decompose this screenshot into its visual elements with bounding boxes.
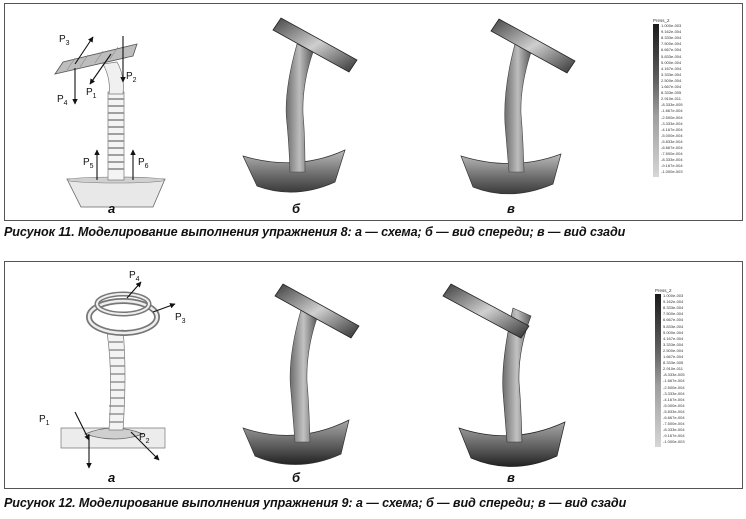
legend-value: 2.500e-004: [663, 347, 684, 353]
legend-value: 1.000e-003: [663, 293, 684, 298]
legend-value: -2.500e-004: [663, 384, 685, 390]
svg-text:P6: P6: [138, 157, 149, 170]
legend-value: 8.333e-004: [661, 35, 682, 41]
legend-title: Press_2: [655, 288, 672, 293]
legend-value: -1.667e-004: [661, 108, 683, 114]
sublabel-b-12: б: [292, 470, 301, 485]
legend-value: 7.500e-004: [661, 41, 682, 47]
legend-value: 2.910e-011: [661, 96, 681, 102]
legend-value: -6.667e-004: [663, 415, 685, 420]
svg-text:P4: P4: [129, 270, 140, 283]
legend-value: -7.500e-004: [663, 421, 685, 427]
legend-color-bar: [655, 294, 661, 447]
legend-value: -4.167e-004: [661, 126, 683, 132]
force-label-p4: P: [57, 94, 64, 105]
sublabel-a-12: а: [108, 470, 116, 485]
legend-title: Press_2: [653, 18, 670, 23]
legend-value: 3.333e-004: [661, 71, 682, 77]
legend-value: 5.833e-004: [663, 323, 684, 329]
svg-text:P1: P1: [39, 414, 50, 427]
legend-value: 2.500e-004: [661, 77, 682, 83]
legend-value: 1.667e-004: [663, 354, 684, 359]
svg-text:P5: P5: [83, 157, 94, 170]
legend-value: -1.000e-003: [661, 169, 683, 175]
legend-value: -1.000e-003: [663, 439, 685, 445]
force-label-p3-12: P: [175, 312, 182, 323]
schematic-column: [102, 61, 125, 181]
legend-value: -8.333e-005: [663, 372, 685, 378]
legend-value: -8.333e-004: [663, 427, 685, 433]
legend-color-bar: [653, 24, 659, 177]
sublabel-b: б: [292, 201, 301, 216]
svg-text:P3: P3: [59, 34, 70, 47]
force-label-p1: P: [86, 87, 93, 98]
legend-value: 1.000e-003: [661, 23, 682, 28]
legend-value: -6.667e-004: [661, 145, 683, 150]
schematic-column-12: [106, 329, 126, 431]
legend-value: 9.162e-004: [661, 29, 682, 35]
legend-value: 4.167e-004: [663, 335, 684, 341]
legend-value: 5.000e-004: [663, 329, 684, 335]
legend-value: 7.500e-004: [663, 311, 684, 317]
svg-text:P2: P2: [126, 71, 137, 84]
legend-value: -7.500e-004: [661, 151, 683, 157]
force-label-p6: P: [138, 157, 145, 168]
force-label-p4-12: P: [129, 270, 136, 281]
svg-text:P2: P2: [139, 432, 150, 445]
legend-value: -8.333e-005: [661, 102, 683, 108]
legend-value: 9.162e-004: [663, 299, 684, 305]
schematic-11: P3 P2 P1 P4 P5 P6: [54, 34, 166, 208]
schematic-plate: [54, 43, 138, 75]
force-label-p3: P: [59, 34, 66, 45]
svg-text:P4: P4: [57, 94, 68, 107]
legend-value: -1.667e-004: [663, 378, 685, 384]
legend-value: -5.000e-004: [661, 132, 683, 138]
legend-value: 8.333e-004: [663, 305, 684, 311]
legend-value: -4.167e-004: [663, 396, 685, 402]
legend-value: 6.667e-004: [663, 317, 684, 323]
figure-12-caption: Рисунок 12. Моделирование выполнения упр…: [4, 496, 627, 510]
sublabel-a: а: [108, 201, 116, 216]
figure-11-caption: Рисунок 11. Моделирование выполнения упр…: [4, 225, 626, 239]
legend-value: 3.333e-004: [663, 341, 684, 347]
legend-value: -9.167e-004: [661, 163, 683, 169]
figure-12-drawings: P4 P3 P1 P2: [39, 270, 566, 469]
legend-value: 6.667e-004: [661, 47, 682, 53]
legend-value: -3.333e-004: [661, 120, 683, 126]
force-label-p2: P: [126, 71, 133, 82]
legend-value: -8.333e-004: [661, 157, 683, 163]
front-view-12: [242, 283, 360, 465]
figure-11-drawings: P3 P2 P1 P4 P5 P6: [54, 17, 576, 208]
legend-value: -5.000e-004: [663, 402, 685, 408]
sublabel-c-12: в: [507, 470, 515, 485]
legend-value: -2.500e-004: [661, 114, 683, 120]
legend-value: -5.833e-004: [663, 408, 685, 414]
legend-value: 5.000e-004: [661, 59, 682, 65]
back-view-12: [442, 283, 566, 467]
legend-value: -5.833e-004: [661, 138, 683, 144]
back-view-11: [460, 18, 576, 195]
front-view-11: [242, 17, 358, 193]
legend-value: -9.167e-004: [663, 433, 685, 439]
svg-text:P3: P3: [175, 312, 186, 325]
legend-value: 8.333e-005: [663, 360, 684, 366]
legend-value: 5.833e-004: [661, 53, 682, 59]
legend-value: -3.333e-004: [663, 390, 685, 396]
legend-value: 4.167e-004: [661, 65, 682, 71]
legend-value: 1.667e-004: [661, 84, 682, 89]
sublabel-c: в: [507, 201, 515, 216]
legend-value: 8.333e-005: [661, 90, 682, 96]
force-label-p1-12: P: [39, 414, 46, 425]
force-label-p2-12: P: [139, 432, 146, 443]
svg-text:P1: P1: [86, 87, 97, 100]
force-label-p5: P: [83, 157, 90, 168]
legend-value: 2.910e-011: [663, 366, 683, 372]
schematic-12: P4 P3 P1 P2: [39, 270, 186, 469]
